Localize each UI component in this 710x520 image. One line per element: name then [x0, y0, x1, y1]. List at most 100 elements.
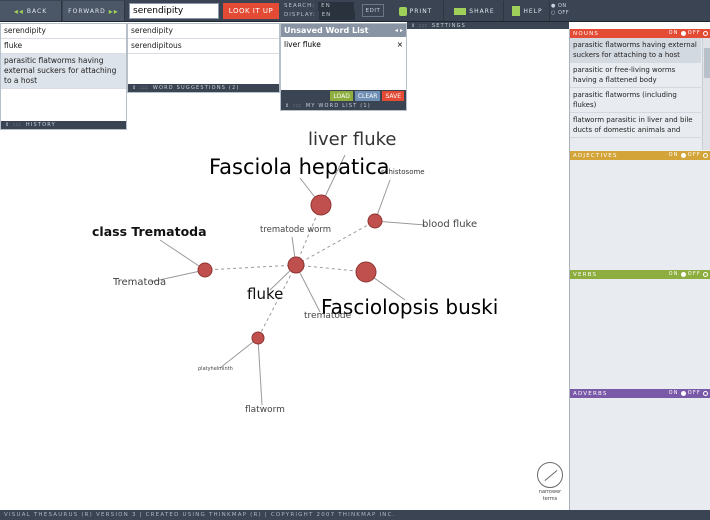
search-lang-label: SEARCH: — [284, 3, 316, 9]
noun-definition[interactable]: parasitic flatworms having external suck… — [570, 38, 701, 63]
suggestion-item[interactable]: serendipitous — [128, 39, 279, 54]
settings-bar[interactable]: ⇕ ::: SETTINGS — [407, 22, 569, 29]
on-radio-icon[interactable] — [680, 152, 686, 158]
off-label: OFF — [687, 30, 701, 36]
word-suggestions-panel: serendipity serendipitous ⇕ ::: WORD SUG… — [127, 23, 280, 93]
off-radio-icon[interactable] — [703, 390, 708, 396]
history-footer[interactable]: ⇕ ::: HISTORY — [1, 121, 126, 129]
remove-icon[interactable]: × — [396, 40, 403, 49]
label-fasciola-hepatica[interactable]: Fasciola hepatica — [209, 155, 390, 179]
node-fluke-center[interactable] — [287, 256, 305, 274]
off-label: OFF — [687, 271, 701, 277]
help-toggle[interactable]: ● ON ○ OFF — [551, 3, 569, 17]
load-button[interactable]: LOAD — [330, 91, 353, 101]
resize-icon: ⇕ ::: — [285, 103, 302, 109]
link-trematoda — [149, 269, 206, 283]
label-platyhelminth[interactable]: platyhelminth — [198, 366, 233, 372]
scroll-thumb[interactable] — [704, 48, 710, 78]
word-graph[interactable]: liver fluke Fasciola hepatica schistosom… — [0, 0, 568, 510]
link-trematode — [295, 264, 321, 313]
history-item[interactable]: parasitic flatworms having external suck… — [1, 54, 126, 89]
print-button[interactable]: PRINT — [388, 1, 444, 21]
word-list-panel: Unsaved Word List ◂ ▸ liver fluke × LOAD… — [280, 23, 407, 111]
history-item[interactable]: serendipity — [1, 24, 126, 39]
label-trematoda[interactable]: Trematoda — [113, 277, 167, 288]
word-list-item[interactable]: liver fluke × — [281, 37, 406, 52]
suggestion-item[interactable]: serendipity — [128, 24, 279, 39]
label-flatworm[interactable]: flatworm — [245, 405, 285, 415]
off-radio-icon[interactable] — [703, 271, 708, 277]
dash-link-fluke-fasciolopsis — [295, 264, 367, 273]
back-button[interactable]: ◂◂ BACK — [0, 1, 62, 21]
word-list-title: Unsaved Word List — [284, 26, 369, 35]
word-list-footer[interactable]: ⇕ ::: MY WORD LIST (1) — [281, 102, 406, 110]
node-fasciolopsis[interactable] — [355, 261, 377, 283]
history-panel: serendipity fluke parasitic flatworms ha… — [0, 23, 127, 130]
help-button[interactable]: HELP — [506, 1, 550, 21]
on-radio-icon[interactable] — [680, 271, 686, 277]
search-lang-value[interactable]: EN — [318, 2, 355, 11]
node-trematoda[interactable] — [197, 262, 213, 278]
on-radio-icon[interactable] — [680, 390, 686, 396]
language-selector[interactable]: SEARCH:EN DISPLAY:EN — [284, 2, 355, 20]
share-button[interactable]: SHARE — [446, 1, 504, 21]
node-flatworm[interactable] — [251, 331, 265, 345]
off-radio-icon[interactable] — [703, 152, 708, 158]
on-label: ON — [668, 271, 679, 277]
terms-label: terms — [542, 496, 558, 502]
label-fluke[interactable]: fluke — [247, 285, 284, 303]
label-schistosome[interactable]: schistosome — [381, 168, 425, 176]
narrower-terms-button[interactable]: narrower terms — [535, 462, 565, 502]
node-fasciola[interactable] — [310, 194, 332, 216]
narrower-terms-icon — [537, 462, 563, 488]
noun-definition[interactable]: flatworm parasitic in liver and bile duc… — [570, 113, 701, 138]
node-schistosome[interactable] — [367, 213, 383, 229]
help-on-label: ON — [557, 3, 567, 9]
suggestions-footer[interactable]: ⇕ ::: WORD SUGGESTIONS (2) — [128, 84, 279, 92]
on-radio-icon[interactable] — [680, 30, 686, 36]
label-blood-fluke[interactable]: blood fluke — [422, 219, 478, 230]
link-platyhelminth — [219, 337, 259, 369]
label-trematode[interactable]: trematode — [304, 311, 352, 321]
adverbs-label: ADVERBS — [573, 390, 608, 397]
label-fasciolopsis-buski[interactable]: Fasciolopsis buski — [321, 295, 499, 319]
edit-button[interactable]: EDIT — [362, 4, 384, 17]
label-liver-fluke[interactable]: liver fluke — [308, 129, 397, 150]
resize-icon: ⇕ ::: — [5, 122, 22, 128]
clear-button[interactable]: CLEAR — [354, 91, 381, 101]
word-list-arrows-icon[interactable]: ◂ ▸ — [394, 27, 403, 34]
display-lang-label: DISPLAY: — [284, 12, 316, 18]
forward-arrow-icon: ▸▸ — [108, 6, 119, 16]
word-list-item-label: liver fluke — [284, 40, 321, 49]
save-button[interactable]: SAVE — [382, 91, 404, 101]
main-toolbar: ◂◂ BACK FORWARD ▸▸ LOOK IT UP SEARCH:EN … — [0, 0, 710, 22]
nouns-label: NOUNS — [573, 30, 600, 37]
label-class-trematoda[interactable]: class Trematoda — [92, 224, 207, 239]
on-label: ON — [668, 152, 679, 158]
forward-button[interactable]: FORWARD ▸▸ — [63, 1, 125, 21]
off-radio-icon[interactable] — [703, 30, 708, 36]
label-trematode-worm[interactable]: trematode worm — [260, 225, 331, 235]
help-label: HELP — [523, 7, 543, 15]
noun-definition[interactable]: parasitic flatworms (including flukes) — [570, 88, 701, 113]
noun-definition[interactable]: parasitic or free-living worms having a … — [570, 63, 701, 88]
look-it-up-button[interactable]: LOOK IT UP — [223, 3, 279, 19]
verbs-toggle[interactable]: ON OFF — [669, 271, 708, 277]
display-lang-value[interactable]: EN — [318, 11, 355, 20]
help-on-radio-icon: ● — [551, 3, 556, 9]
on-label: ON — [668, 390, 679, 396]
copyright-text: VISUAL THESAURUS (R) VERSION 3 | CREATED… — [4, 512, 396, 518]
nouns-scrollbar[interactable] — [702, 38, 710, 150]
word-list-buttons: LOAD CLEAR SAVE — [281, 90, 406, 102]
history-item[interactable]: fluke — [1, 39, 126, 54]
forward-label: FORWARD — [68, 7, 106, 15]
search-input[interactable] — [129, 3, 219, 19]
